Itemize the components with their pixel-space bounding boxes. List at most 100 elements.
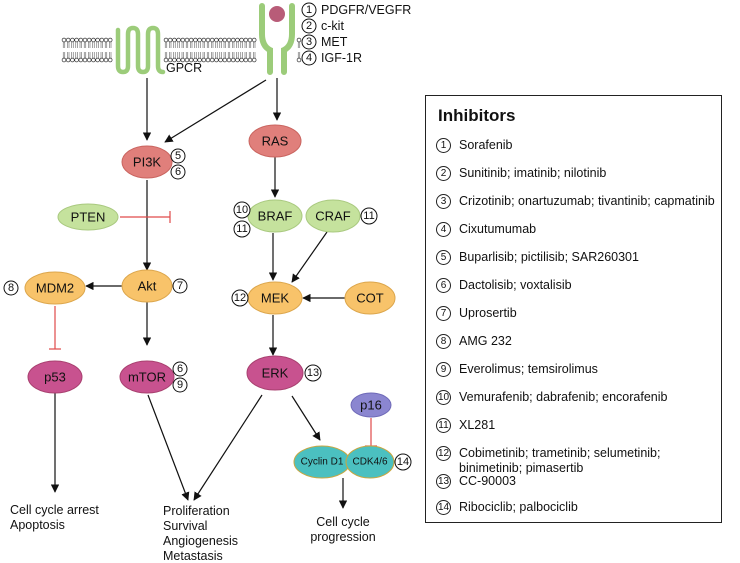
lipid-tail xyxy=(227,52,231,58)
lipid-head xyxy=(251,37,257,43)
marker-cdk46: 14 xyxy=(397,456,409,468)
receptor-tyrosine-kinase xyxy=(259,3,295,75)
cdk46-label: CDK4/6 xyxy=(352,457,387,468)
pi3k-node-shape xyxy=(121,145,173,179)
lipid-head xyxy=(205,57,211,63)
lipid-tail xyxy=(96,42,99,48)
lipid-head xyxy=(176,37,181,43)
lipid-tail xyxy=(104,42,108,48)
lipid-tail xyxy=(194,42,197,48)
lipid-head xyxy=(82,57,88,63)
legend-drug-names: Cobimetinib; trametinib; selumetinib; bi… xyxy=(459,446,661,475)
cyclin-d1-label: Cyclin D1 xyxy=(301,457,344,468)
rtk-left-arm xyxy=(259,3,273,75)
lipid-head xyxy=(167,57,173,63)
lipid-tail xyxy=(177,42,180,48)
marker-mtor-b: 9 xyxy=(177,379,183,391)
arrow-mtor-outcome xyxy=(147,394,190,501)
lipid-head xyxy=(99,57,105,63)
lipid-head xyxy=(86,57,92,63)
mtor-label: mTOR xyxy=(128,370,166,385)
outcome-main-line4: Metastasis xyxy=(163,549,223,563)
lipid-head xyxy=(226,57,232,63)
lipid-tail xyxy=(92,52,95,58)
lipid-head xyxy=(180,37,186,43)
erk-label: ERK xyxy=(262,366,289,381)
legend-number: 2 xyxy=(436,166,451,181)
marker-pi3k-b: 6 xyxy=(175,166,181,178)
lipid-head xyxy=(70,37,75,43)
legend-number: 4 xyxy=(436,222,451,237)
marker-mdm2: 8 xyxy=(8,282,14,294)
lipid-tail xyxy=(253,42,256,48)
ras-node-shape xyxy=(248,124,302,158)
activation-arrows xyxy=(50,78,348,509)
lipid-head xyxy=(65,57,71,63)
legend-number: 11 xyxy=(436,418,451,433)
legend-title: Inhibitors xyxy=(438,106,516,125)
marker-circle-erk xyxy=(304,364,322,382)
ras-label: RAS xyxy=(262,134,289,149)
lipid-head xyxy=(222,57,228,63)
lipid-tail xyxy=(236,52,239,58)
rtk-num-2: 2 xyxy=(306,20,312,32)
lipid-tail xyxy=(240,42,243,48)
lipid-head xyxy=(193,37,198,43)
mdm2-node-shape xyxy=(24,271,86,305)
lipid-tail xyxy=(164,52,168,58)
legend-drug-names: CC-90003 xyxy=(459,474,516,488)
pten-label: PTEN xyxy=(71,210,106,225)
arrow-erk-cyclin xyxy=(291,395,321,441)
lipid-tail xyxy=(219,42,222,48)
lipid-tail xyxy=(244,42,247,48)
lipid-tail xyxy=(75,52,78,58)
legend-number: 14 xyxy=(436,500,451,515)
pathway-nodes: PI3K PTEN Akt MDM2 p53 mTOR RAS BRAF CRA… xyxy=(24,124,396,479)
p53-label: p53 xyxy=(44,370,66,385)
lipid-head xyxy=(235,57,240,63)
rtk-num-1: 1 xyxy=(306,4,312,16)
akt-node-shape xyxy=(121,269,173,303)
lipid-tail xyxy=(100,52,103,58)
rtk-name-2: c-kit xyxy=(321,19,344,33)
lipid-tail xyxy=(211,52,214,58)
lipid-tail xyxy=(83,52,87,58)
legend-number: 5 xyxy=(436,250,451,265)
gpcr-label: GPCR xyxy=(166,61,202,75)
lipid-tail xyxy=(62,52,66,58)
lipid-head xyxy=(193,57,198,63)
erk-node-shape xyxy=(246,355,304,391)
rtk-name-3: MET xyxy=(321,35,348,49)
lipid-tail xyxy=(248,52,252,58)
lipid-tail xyxy=(169,42,172,48)
lipid-tail xyxy=(67,42,70,48)
marker-circle-mtor-b xyxy=(172,377,188,393)
lipid-tail xyxy=(185,42,189,48)
lipid-tail xyxy=(232,52,235,58)
lipid-head xyxy=(230,57,236,63)
lipid-tail xyxy=(109,52,112,58)
marker-circle-braf-b xyxy=(233,220,251,238)
marker-braf-b: 11 xyxy=(236,223,247,235)
outcome-main-line2: Survival xyxy=(163,519,207,533)
lipid-tail xyxy=(177,52,180,58)
lipid-head xyxy=(103,37,109,43)
lipid-tail xyxy=(190,42,193,48)
lipid-head xyxy=(214,37,219,43)
lipid-head xyxy=(95,37,100,43)
marker-circle-pi3k-a xyxy=(170,148,186,164)
outcome-main-line3: Angiogenesis xyxy=(163,534,238,548)
outcome-cdk-line1: Cell cycle xyxy=(316,515,370,529)
lipid-tail xyxy=(232,42,235,48)
lipid-head xyxy=(103,57,109,63)
lipid-tail xyxy=(215,42,218,48)
lipid-head xyxy=(82,37,88,43)
lipid-head xyxy=(226,37,232,43)
lipid-head xyxy=(247,57,253,63)
lipid-tail xyxy=(67,52,70,58)
lipid-head xyxy=(65,37,71,43)
